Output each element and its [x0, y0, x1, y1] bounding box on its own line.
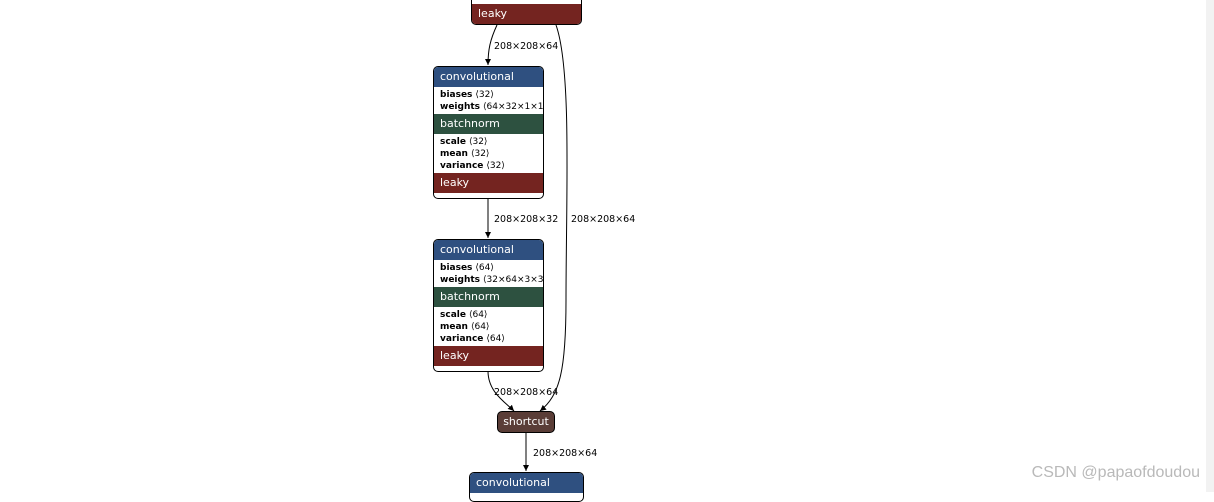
attr-row: weights⟨64×32×1×1⟩ — [440, 101, 543, 113]
watermark-text: CSDN @papaofdoudou — [1031, 464, 1200, 481]
leaky-2-title: leaky — [434, 346, 543, 366]
batchnorm-2-title: batchnorm — [434, 287, 543, 307]
attr-value: ⟨64⟩ — [486, 334, 505, 344]
attr-name: weights — [440, 102, 481, 112]
conv-node-1-attributes: biases⟨32⟩ weights⟨64×32×1×1⟩ — [434, 87, 543, 114]
conv-node-2-attributes: biases⟨64⟩ weights⟨32×64×3×3⟩ — [434, 260, 543, 287]
shortcut-label: shortcut — [503, 415, 549, 428]
attr-name: variance — [440, 161, 484, 171]
attr-row: mean⟨64⟩ — [440, 321, 537, 333]
attr-name: biases — [440, 263, 473, 273]
top-leaky-node[interactable]: leaky — [471, 0, 582, 25]
leaky-1-title: leaky — [434, 173, 543, 193]
attr-row: biases⟨64⟩ — [440, 262, 537, 274]
attr-name: weights — [440, 275, 481, 285]
edge-skip-to-shortcut — [539, 24, 568, 412]
shortcut-node[interactable]: shortcut — [497, 411, 555, 433]
batchnorm-1-title: batchnorm — [434, 114, 543, 134]
vertical-scrollbar[interactable] — [1206, 0, 1214, 492]
batchnorm-2-attributes: scale⟨64⟩ mean⟨64⟩ variance⟨64⟩ — [434, 307, 543, 346]
attr-name: biases — [440, 90, 473, 100]
edge-node2-to-shortcut — [487, 370, 515, 412]
edge-label-node1-to-node2: 208×208×32 — [494, 214, 559, 225]
attr-value: ⟨32⟩ — [486, 161, 505, 171]
attr-value: ⟨32⟩ — [475, 90, 494, 100]
attr-value: ⟨64×32×1×1⟩ — [483, 102, 544, 112]
edge-label-node2-to-shortcut: 208×208×64 — [494, 387, 559, 398]
attr-value: ⟨64⟩ — [470, 322, 490, 332]
attr-row: scale⟨32⟩ — [440, 136, 537, 148]
batchnorm-1-attributes: scale⟨32⟩ mean⟨32⟩ variance⟨32⟩ — [434, 134, 543, 173]
attr-value: ⟨32⟩ — [468, 137, 488, 147]
attr-row: mean⟨32⟩ — [440, 148, 537, 160]
attr-value: ⟨64⟩ — [468, 310, 488, 320]
conv-node-3-title: convolutional — [470, 473, 583, 493]
attr-value: ⟨32×64×3×3⟩ — [483, 275, 544, 285]
attr-value: ⟨32⟩ — [470, 149, 490, 159]
attr-name: scale — [440, 137, 466, 147]
attr-row: variance⟨32⟩ — [440, 160, 537, 172]
edge-label-skip: 208×208×64 — [571, 214, 636, 225]
top-leaky-label: leaky — [472, 4, 581, 24]
conv-node-3[interactable]: convolutional — [469, 472, 584, 502]
attr-row: weights⟨32×64×3×3⟩ — [440, 274, 543, 286]
attr-value: ⟨64⟩ — [475, 263, 494, 273]
edge-label-shortcut-to-bottom: 208×208×64 — [533, 448, 598, 459]
attr-row: biases⟨32⟩ — [440, 89, 537, 101]
conv-node-2[interactable]: convolutional biases⟨64⟩ weights⟨32×64×3… — [433, 239, 544, 372]
attr-name: mean — [440, 322, 468, 332]
edge-label-top-to-node1: 208×208×64 — [494, 41, 559, 52]
attr-row: variance⟨64⟩ — [440, 333, 537, 345]
attr-name: scale — [440, 310, 466, 320]
conv-node-1[interactable]: convolutional biases⟨32⟩ weights⟨64×32×1… — [433, 66, 544, 199]
conv-node-2-title: convolutional — [434, 240, 543, 260]
attr-name: variance — [440, 334, 484, 344]
conv-node-1-title: convolutional — [434, 67, 543, 87]
attr-row: scale⟨64⟩ — [440, 309, 537, 321]
edge-top-to-node1 — [485, 24, 498, 66]
attr-name: mean — [440, 149, 468, 159]
